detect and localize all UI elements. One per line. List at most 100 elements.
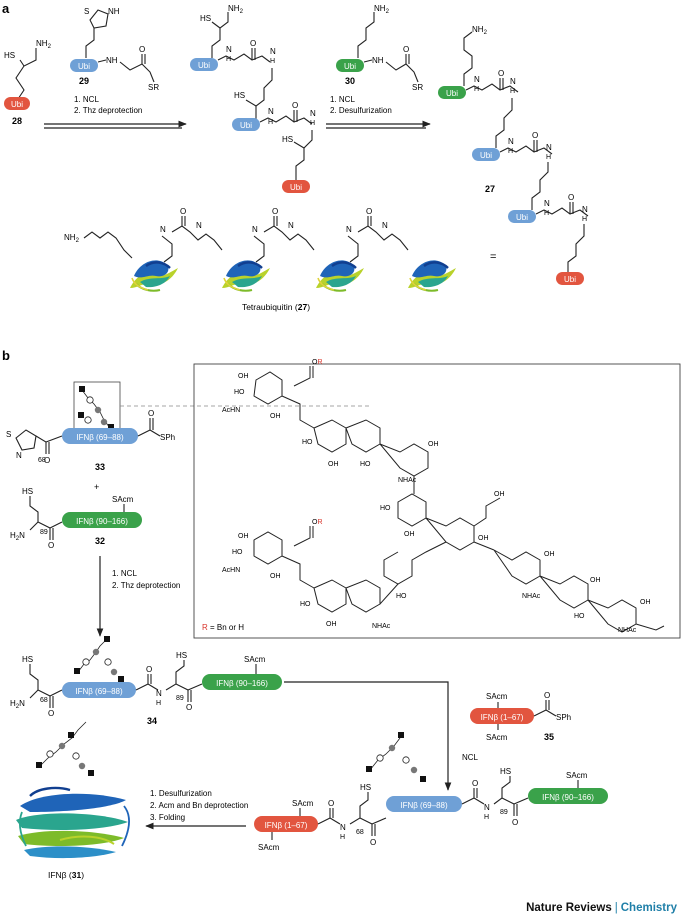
compound-number-28: 28 [12,116,22,126]
ubi-block-green [438,86,466,99]
glycan-circle-grey [78,762,86,770]
r-definition: R = Bn or H [202,623,244,632]
compound-30: NH2 Ubi NH O SR 30 [336,4,423,92]
equals-sign: = [490,251,496,263]
ifnb-69-88-block [386,796,462,812]
glycan-oh: OH [238,533,249,540]
glycan-circle-white [84,416,92,424]
thioester-sr: SR [412,83,423,92]
glycan-nhac: NHAc [522,593,541,600]
ifnb-1-67-block [254,816,318,832]
carbonyl-o: O [370,838,376,847]
hs-label: HS [500,767,511,776]
n-label: N [268,107,274,116]
glycan-nhac: NHAc [398,477,417,484]
glycan-oh: OH [270,573,281,580]
carbonyl-o: O [512,818,518,827]
glycan-square [108,424,114,430]
h-label: H [270,58,275,65]
compound-number-35: 35 [544,732,554,742]
ubi-label: Ubi [78,62,90,71]
carbonyl-o: O [250,39,256,48]
carbonyl-o: O [44,456,50,465]
step-acm-bn-deprotection: 2. Acm and Bn deprotection [150,801,248,810]
h-label: H [310,120,315,127]
n-label: N [508,137,514,146]
journal-section: Chemistry [620,902,677,914]
glycan-circle-white [376,754,384,762]
glycan-inset-frame [193,363,681,639]
ubi-block-blue [232,118,260,131]
glycan-circle-grey [100,418,108,426]
glycan-circle-grey [94,406,102,414]
glycan-circle-grey [410,766,418,774]
product-27-structure: NH2 Ubi N H O N H Ubi N H O N H Ubi N H … [438,25,589,285]
glycan-circle-grey [58,742,66,750]
ifnb-90-166-block [202,674,282,690]
sacm-label: SAcm [486,733,508,742]
ubiquitin-ribbon [128,259,180,292]
ifnb-69-88-label: IFNβ (69–88) [75,687,123,696]
glycan-ho: HO [234,389,245,396]
h-label: H [546,154,551,161]
ifnb-90-166-block [62,512,142,528]
hs-label: HS [200,14,211,23]
ubi-block-red [556,272,584,285]
ifnb-90-166-block [528,788,608,804]
carbonyl-o: O [48,709,54,718]
ubi-label: Ubi [344,62,356,71]
ifnb-69-88-block [62,428,138,444]
carbonyl-o: O [148,409,154,418]
glycan-square [79,386,85,392]
glycan-oh: OH [640,599,651,606]
carbonyl-o: O [328,799,334,808]
res-68-label: 68 [38,457,46,464]
glycan-square [78,412,84,418]
n-label: N [546,143,552,152]
hs-label: HS [282,135,293,144]
ubi-label: Ubi [564,275,576,284]
thioester-sph: SPh [160,433,175,442]
carbonyl-o: O [403,45,409,54]
h-label: H [268,119,273,126]
nh2-label: NH2 [228,4,244,15]
reaction-arrow-ncl-35 [284,681,452,791]
n-label: N [270,47,276,56]
glycan-square [420,776,426,782]
ifnb-31-protein: IFNβ (31) [16,721,130,880]
compound-28: HS NH2 Ubi 28 [4,39,52,126]
glycan-oh: OH [328,461,339,468]
ifnb-90-166-label: IFNβ (90–166) [216,679,268,688]
step-ncl: 1. NCL [74,95,99,104]
nh2-label: NH2 [36,39,52,50]
res-89-label: 89 [40,529,48,536]
ubi-block-green [336,59,364,72]
res-68-label: 68 [40,697,48,704]
n-label: N [288,221,294,230]
ifnb-31-caption: IFNβ (31) [48,870,84,880]
glycan-ho: HO [380,505,391,512]
glycan-square [68,732,74,738]
glycan-oh: OH [428,441,439,448]
panel-a-label: a [2,1,10,16]
nh-label: NH [106,56,118,65]
glycan-circle-grey [110,668,118,676]
hs-label: HS [22,655,33,664]
n-label: N [510,77,516,86]
carbonyl-o: O [272,207,278,216]
h-label: H [510,88,515,95]
carbonyl-o: O [544,691,550,700]
ifnb-69-88-block [62,682,136,698]
thioester-sr: SR [148,83,159,92]
ifnb-1-67-block [470,708,534,724]
final-glycopeptide: SAcm IFNβ (1–67) SAcm O N H HS 68 O IFNβ… [254,732,608,852]
glycan-ho: HO [360,461,371,468]
compound-32: + HS H2N 89 O IFNβ (90–166) SAcm 32 [10,482,142,550]
sacm-label: SAcm [566,771,588,780]
step-ncl: 1. NCL [330,95,355,104]
ubiquitin-ribbon [314,259,366,292]
compound-29: S NH Ubi NH O SR 29 [70,7,159,92]
glycan-oh: OH [544,551,555,558]
compound-33: S N 68 O IFNβ (69–88) O SPh 33 [6,381,372,472]
